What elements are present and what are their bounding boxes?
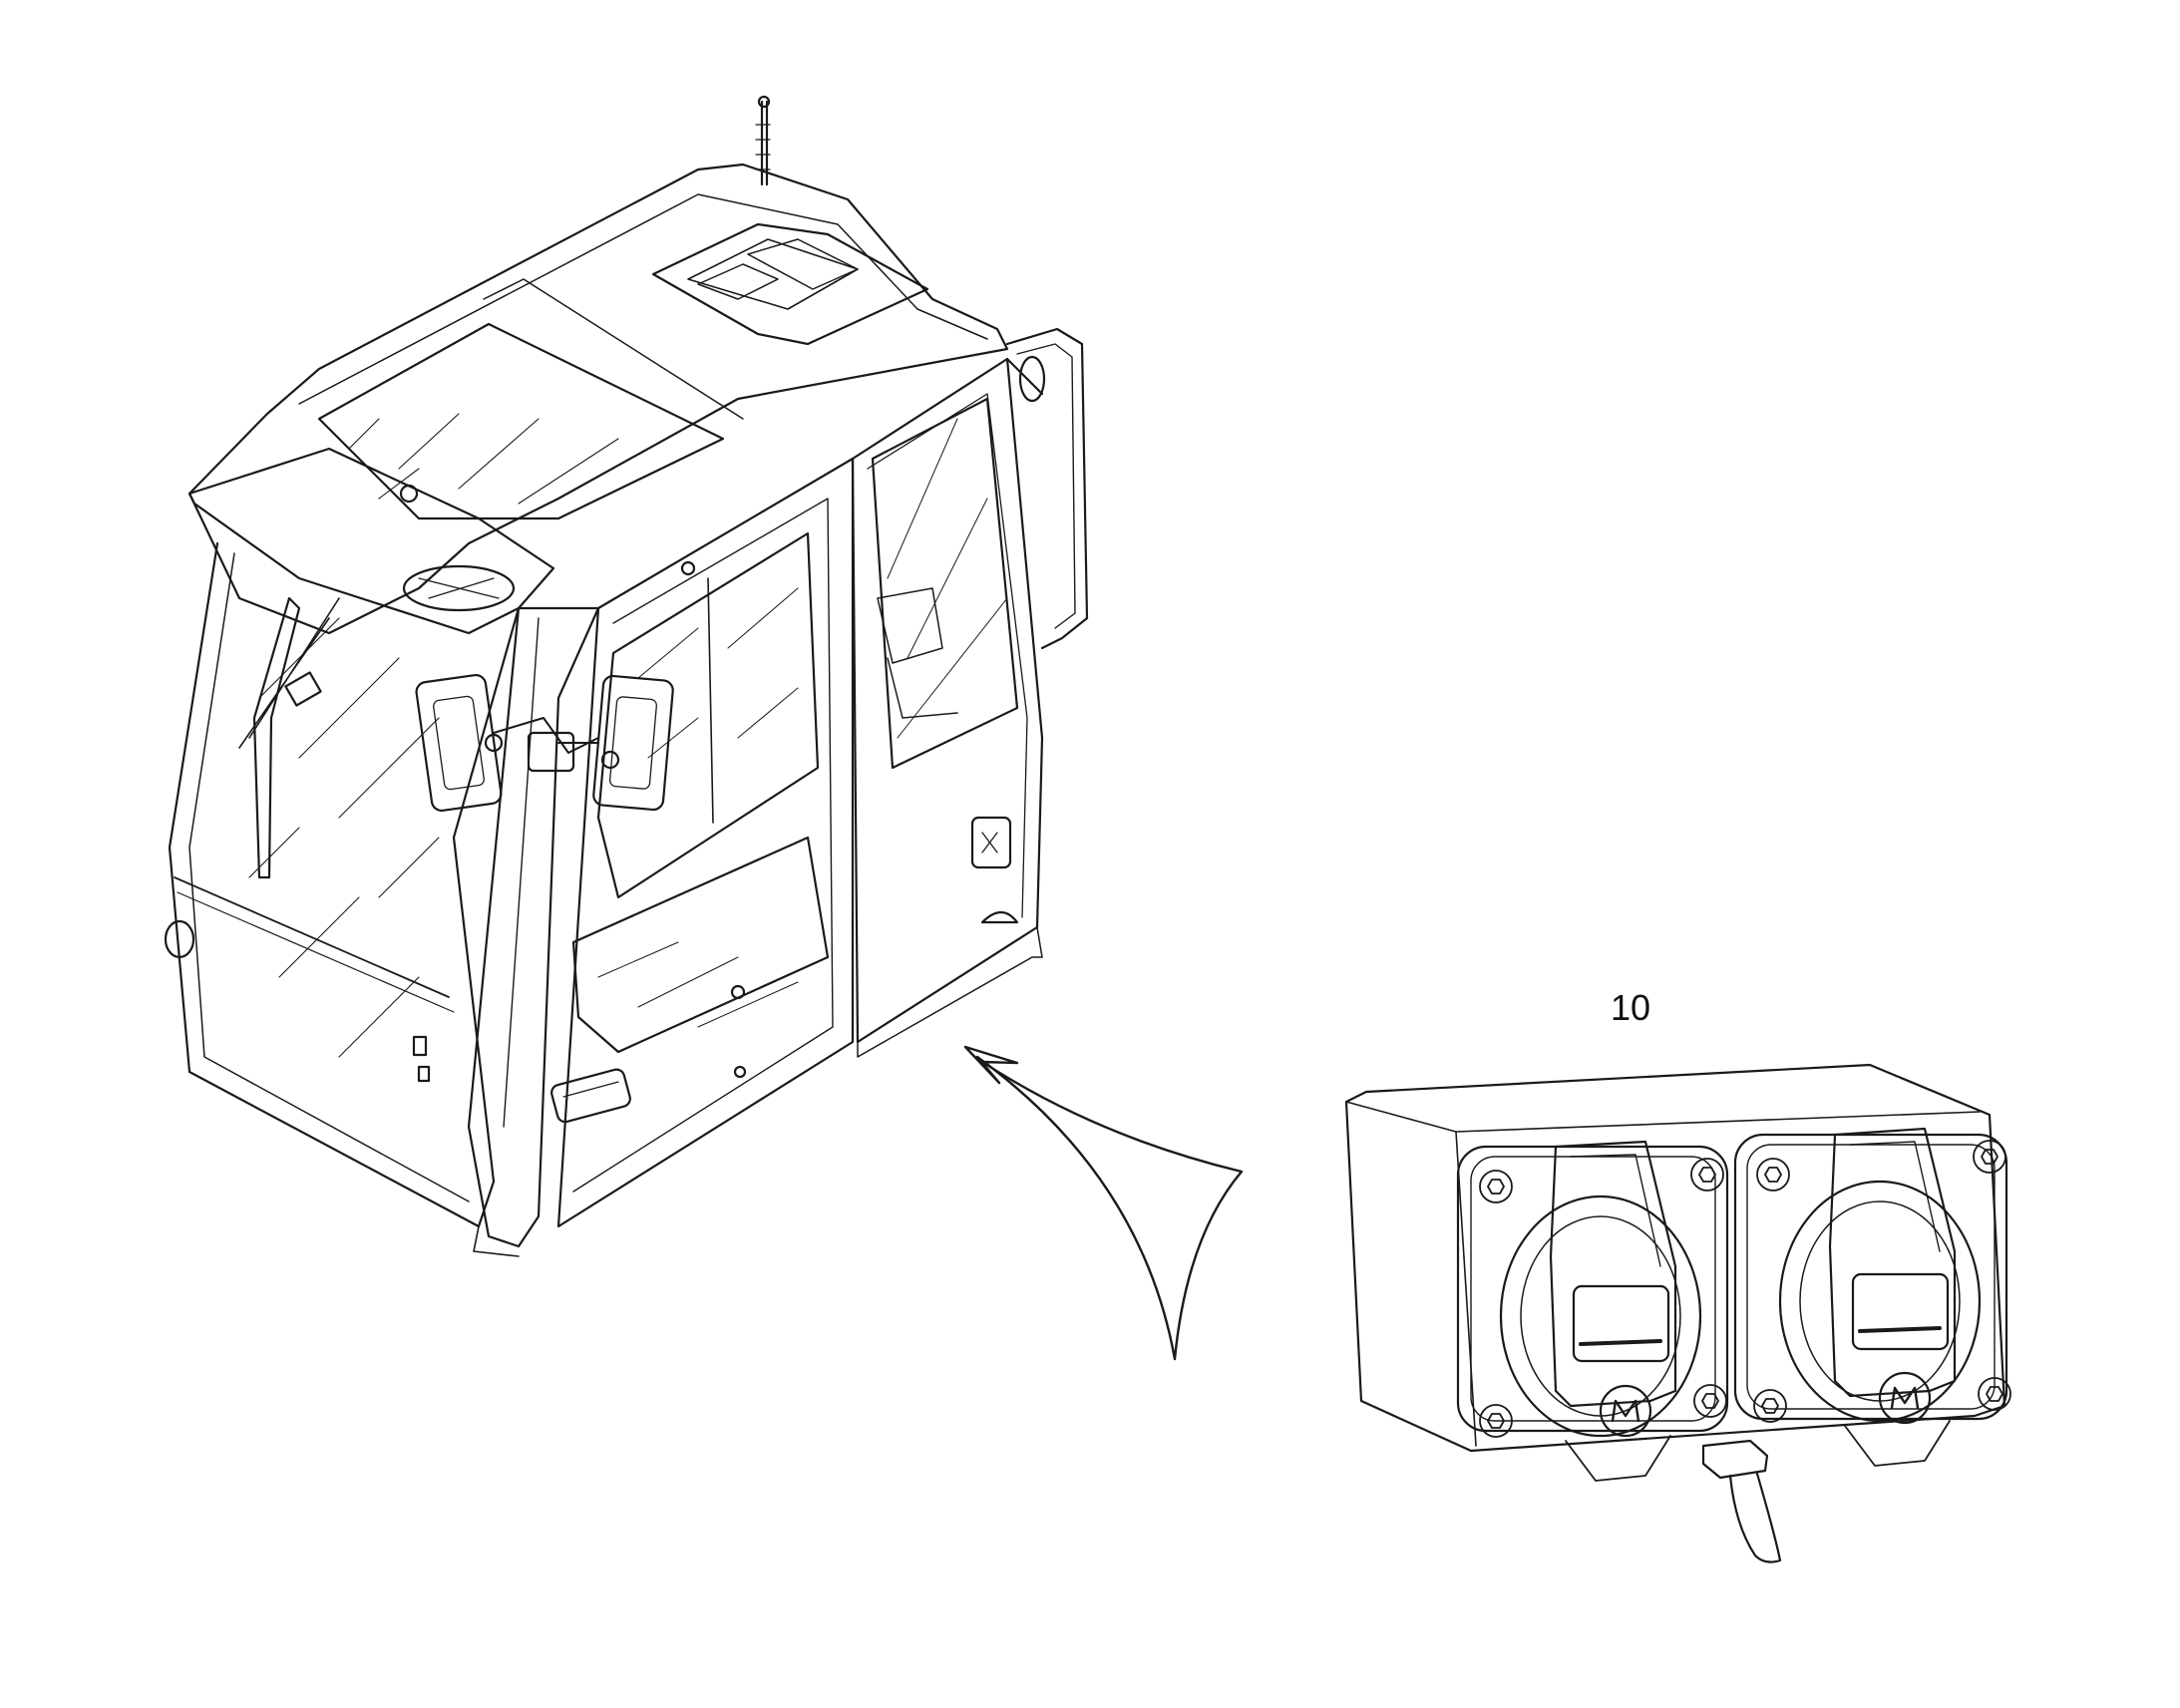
rear-panel: [851, 357, 1044, 1044]
visor-bolt: [399, 484, 419, 504]
socket-left: [1456, 1140, 1729, 1482]
pointer-arrow: [963, 1045, 1244, 1361]
mirror-right: [527, 674, 674, 812]
reference-number-label: 10: [1611, 987, 1651, 1028]
mirror-left: [415, 673, 599, 813]
operator-cab: [164, 95, 1089, 1257]
cable: [1701, 1439, 1782, 1563]
grab-handle: [1005, 327, 1089, 650]
side-door: [550, 457, 855, 1228]
front-visor: [187, 447, 555, 635]
bolt-icon: [1753, 1140, 2011, 1423]
roof-hatch: [651, 222, 929, 346]
dual-socket-module: [1344, 1063, 2011, 1563]
roof-light: [402, 564, 516, 612]
bolt-icon: [1479, 1158, 1727, 1438]
cab-roof: [187, 163, 1009, 635]
wiper: [238, 596, 340, 879]
roof-window: [317, 322, 725, 520]
socket-right: [1733, 1127, 2011, 1467]
windshield-frame: [168, 541, 521, 1228]
